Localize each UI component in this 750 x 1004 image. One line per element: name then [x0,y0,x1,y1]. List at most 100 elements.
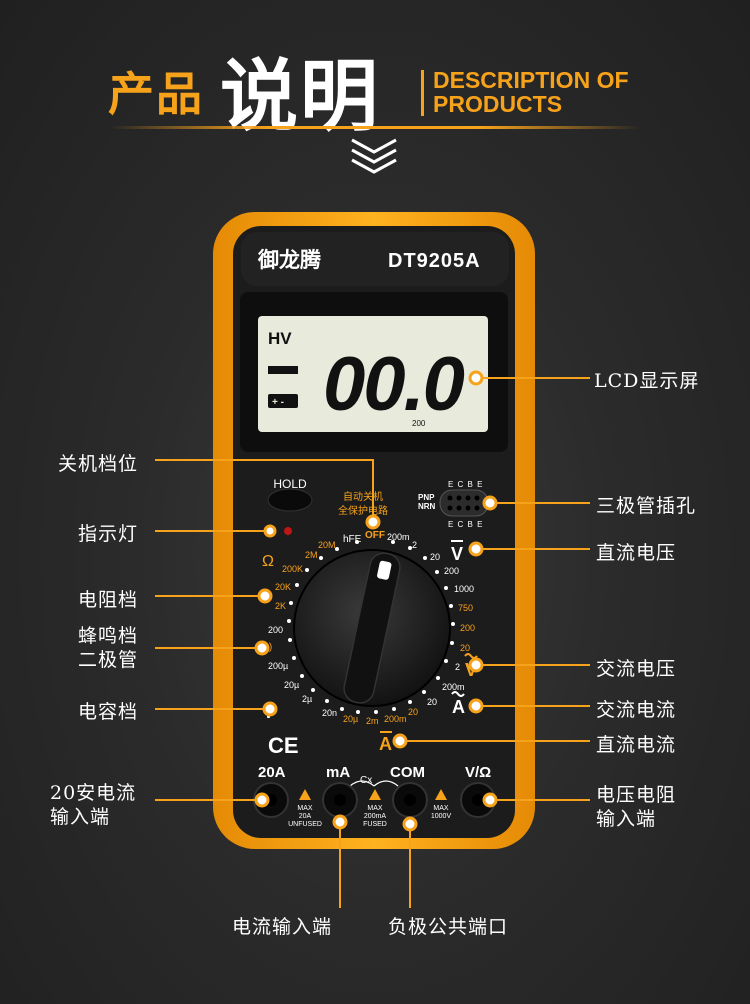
callout-dca: 直流电流 [596,734,677,756]
callout-lines [155,377,590,908]
cx-label: Cx [360,775,372,786]
warning-icons [299,789,447,800]
lcd-screen [258,316,488,432]
warn1-line2: 20A [299,813,312,820]
pnp-label: PNP [418,493,435,502]
range-200k: 200K [282,564,303,574]
lcd-reading: 00.0 [323,342,465,427]
warn2-line2: 200mA [364,813,387,820]
range-2m: 2M [305,550,318,560]
callout-buzzer-line2: 二极管 [78,649,139,671]
range-20-v: 20 [430,552,440,562]
callout-buzzer-line1: 蜂鸣档 [78,625,139,647]
callout-com: 负极公共端口 [388,916,509,938]
range-200m-aca: 200m [442,682,465,692]
hold-label: HOLD [273,477,307,491]
dc-bar-icon-2 [380,731,392,733]
range-200-acv: 200 [460,623,475,633]
battery-glyph: + - [272,397,284,408]
port-vo-label: V/Ω [465,764,491,781]
indicator-light [284,527,292,535]
callout-lcd: LCD显示屏 [594,370,700,392]
callout-dcv: 直流电压 [596,542,677,564]
brand-name: 御龙腾 [257,248,322,272]
title-divider [421,70,424,116]
range-2m-a: 2m [366,716,379,726]
title-underline [110,126,640,129]
dial-pointer [377,560,392,580]
range-1000-v: 1000 [454,584,474,594]
auto-off-text: 自动关机 [343,490,383,503]
title-cn-small: 产品 [108,67,204,121]
range-20u: 20µ [284,680,299,690]
callout-aca: 交流电流 [596,699,677,721]
range-20m: 20M [318,540,336,550]
range-200m-a: 200m [384,714,407,724]
hfe-label: hFE [343,534,362,545]
cx-bracket [349,780,399,787]
input-jacks [253,782,496,818]
port-ma-label: mA [326,764,350,781]
warn2-line3: FUSED [363,821,387,828]
range-20-a: 20 [408,707,418,717]
title-en-line1: DESCRIPTION OF [433,67,629,93]
dc-bar-icon [451,540,463,542]
off-label: OFF [365,530,385,541]
warn3-line2: 1000V [431,813,452,820]
callout-acv: 交流电压 [596,658,677,680]
dial-dots [287,540,455,714]
range-2-acv: 2 [455,662,460,672]
callout-20a-line1: 20安电流 [50,782,137,804]
callout-dots [254,370,498,832]
lcd-range: 200 [412,419,426,428]
range-2k: 2K [275,601,286,611]
model-number: DT9205A [388,250,481,272]
brand-band [241,232,509,286]
protection-text: 全保护电路 [338,504,388,517]
range-750-v: 750 [458,603,473,613]
ecbe-bottom-label: E C B E [448,520,483,529]
callout-resistance: 电阻档 [78,589,139,611]
ce-mark: CE [268,733,299,758]
transistor-socket [439,489,489,517]
callout-vo-input: 电压电阻 输入端 [596,783,676,831]
range-20k: 20K [275,582,291,592]
lcd-minus-segment [268,366,298,374]
range-20u-a: 20µ [343,714,358,724]
title-en-line2: PRODUCTS [433,91,563,117]
callout-vo-line2: 输入端 [596,808,657,830]
warn1-line1: MAX [297,805,313,812]
range-200-ohm: 200 [268,625,283,635]
ecbe-top-label: E C B E [448,480,483,489]
callout-indicator: 指示灯 [78,523,139,545]
title-en: DESCRIPTION OF PRODUCTS [433,68,629,116]
lcd-mode: HV [268,329,292,348]
range-20-acv: 20 [460,643,470,653]
callout-buzzer: 蜂鸣档 二极管 [78,624,138,672]
ohm-symbol: Ω [262,553,274,570]
dca-symbol: A [379,734,392,754]
range-2-v: 2 [412,540,417,550]
rotary-dial [293,549,451,707]
dcv-symbol: V [451,544,463,564]
warn3-line1: MAX [433,805,449,812]
callout-ma-input: 电流输入端 [232,916,333,938]
range-200u: 200µ [268,661,288,671]
warn1-line3: UNFUSED [288,821,322,828]
range-200-v: 200 [444,566,459,576]
range-20-aca: 20 [427,697,437,707]
range-2u: 2µ [302,694,312,704]
callout-20a-line2: 输入端 [50,806,111,828]
range-20n: 20n [322,708,337,718]
callout-20a-input: 20安电流 输入端 [50,781,136,829]
range-200m-v: 200m [387,532,410,542]
chevron-down-icon [351,138,397,174]
battery-icon [268,394,298,408]
npn-label: NRN [418,502,436,511]
port-com-label: COM [390,764,425,781]
ac-wave-icon-2 [451,691,465,697]
port-20a-label: 20A [258,764,286,781]
callout-vo-line1: 电压电阻 [596,784,677,806]
hold-button [267,488,313,512]
